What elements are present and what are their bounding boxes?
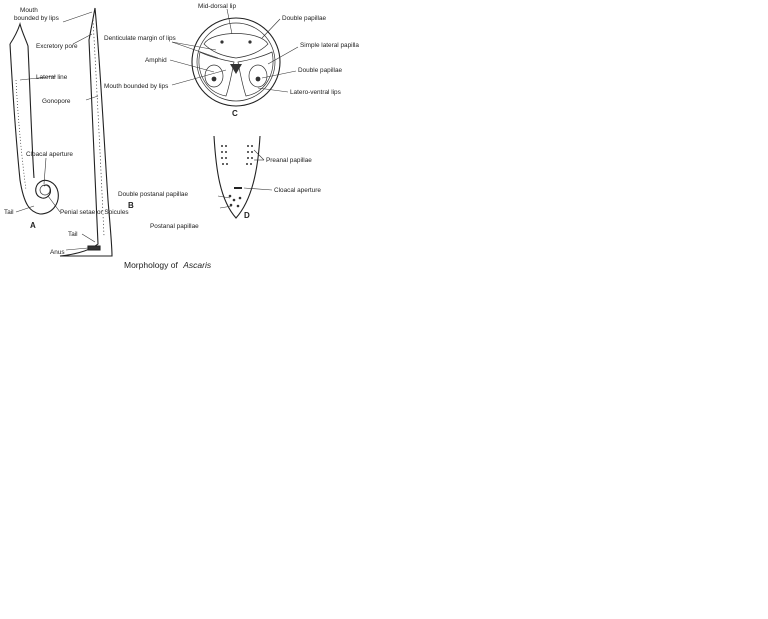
head-enface-c: [191, 17, 281, 107]
label-cloacal-aperture-d: Cloacal aperture: [274, 187, 321, 194]
panel-b: B: [128, 201, 134, 210]
label-double-papillae-top: Double papillae: [282, 15, 327, 22]
panel-c: C: [232, 109, 238, 118]
label-tail-a: Tail: [4, 209, 14, 216]
caption-genus: Ascaris: [182, 260, 212, 270]
label-preanal-papillae: Preanal papillae: [266, 157, 312, 164]
male-worm-a: [9, 22, 59, 215]
label-mid-dorsal-lip: Mid-dorsal lip: [198, 3, 236, 10]
label-penial-setae: Penial setae or Spicules: [60, 209, 129, 216]
label-simple-lateral-papilla: Simple lateral papilla: [300, 42, 359, 49]
figure-caption: Morphology of Ascaris: [124, 260, 212, 270]
label-double-papillae-right: Double papillae: [298, 67, 343, 74]
label-mouth-c: Mouth bounded by lips: [104, 83, 168, 90]
panel-a: A: [30, 221, 36, 230]
label-double-postanal: Double postanal papillae: [118, 191, 188, 198]
label-tail-b: Tail: [68, 231, 78, 238]
panel-d: D: [244, 211, 250, 220]
male-tail-d: [213, 135, 261, 219]
label-cloacal-aperture-a: Cloacal aperture: [26, 151, 73, 158]
label-excretory-pore: Excretory pore: [36, 43, 78, 50]
label-mouth-b-line1: Mouth: [20, 7, 38, 14]
label-lateral-line: Lateral line: [36, 74, 68, 81]
label-gonopore: Gonopore: [42, 98, 71, 105]
label-mouth-b: bounded by lips: [14, 15, 59, 22]
label-anus: Anus: [50, 249, 65, 256]
female-worm-b: [59, 7, 113, 257]
label-latero-ventral-lips: Latero-ventral lips: [290, 89, 341, 96]
label-amphid: Amphid: [145, 57, 167, 64]
label-postanal-papillae: Postanal papillae: [150, 223, 199, 230]
leader-lines: [15, 8, 299, 251]
label-denticulate: Denticulate margin of lips: [104, 35, 176, 42]
caption-prefix: Morphology of: [124, 260, 179, 270]
